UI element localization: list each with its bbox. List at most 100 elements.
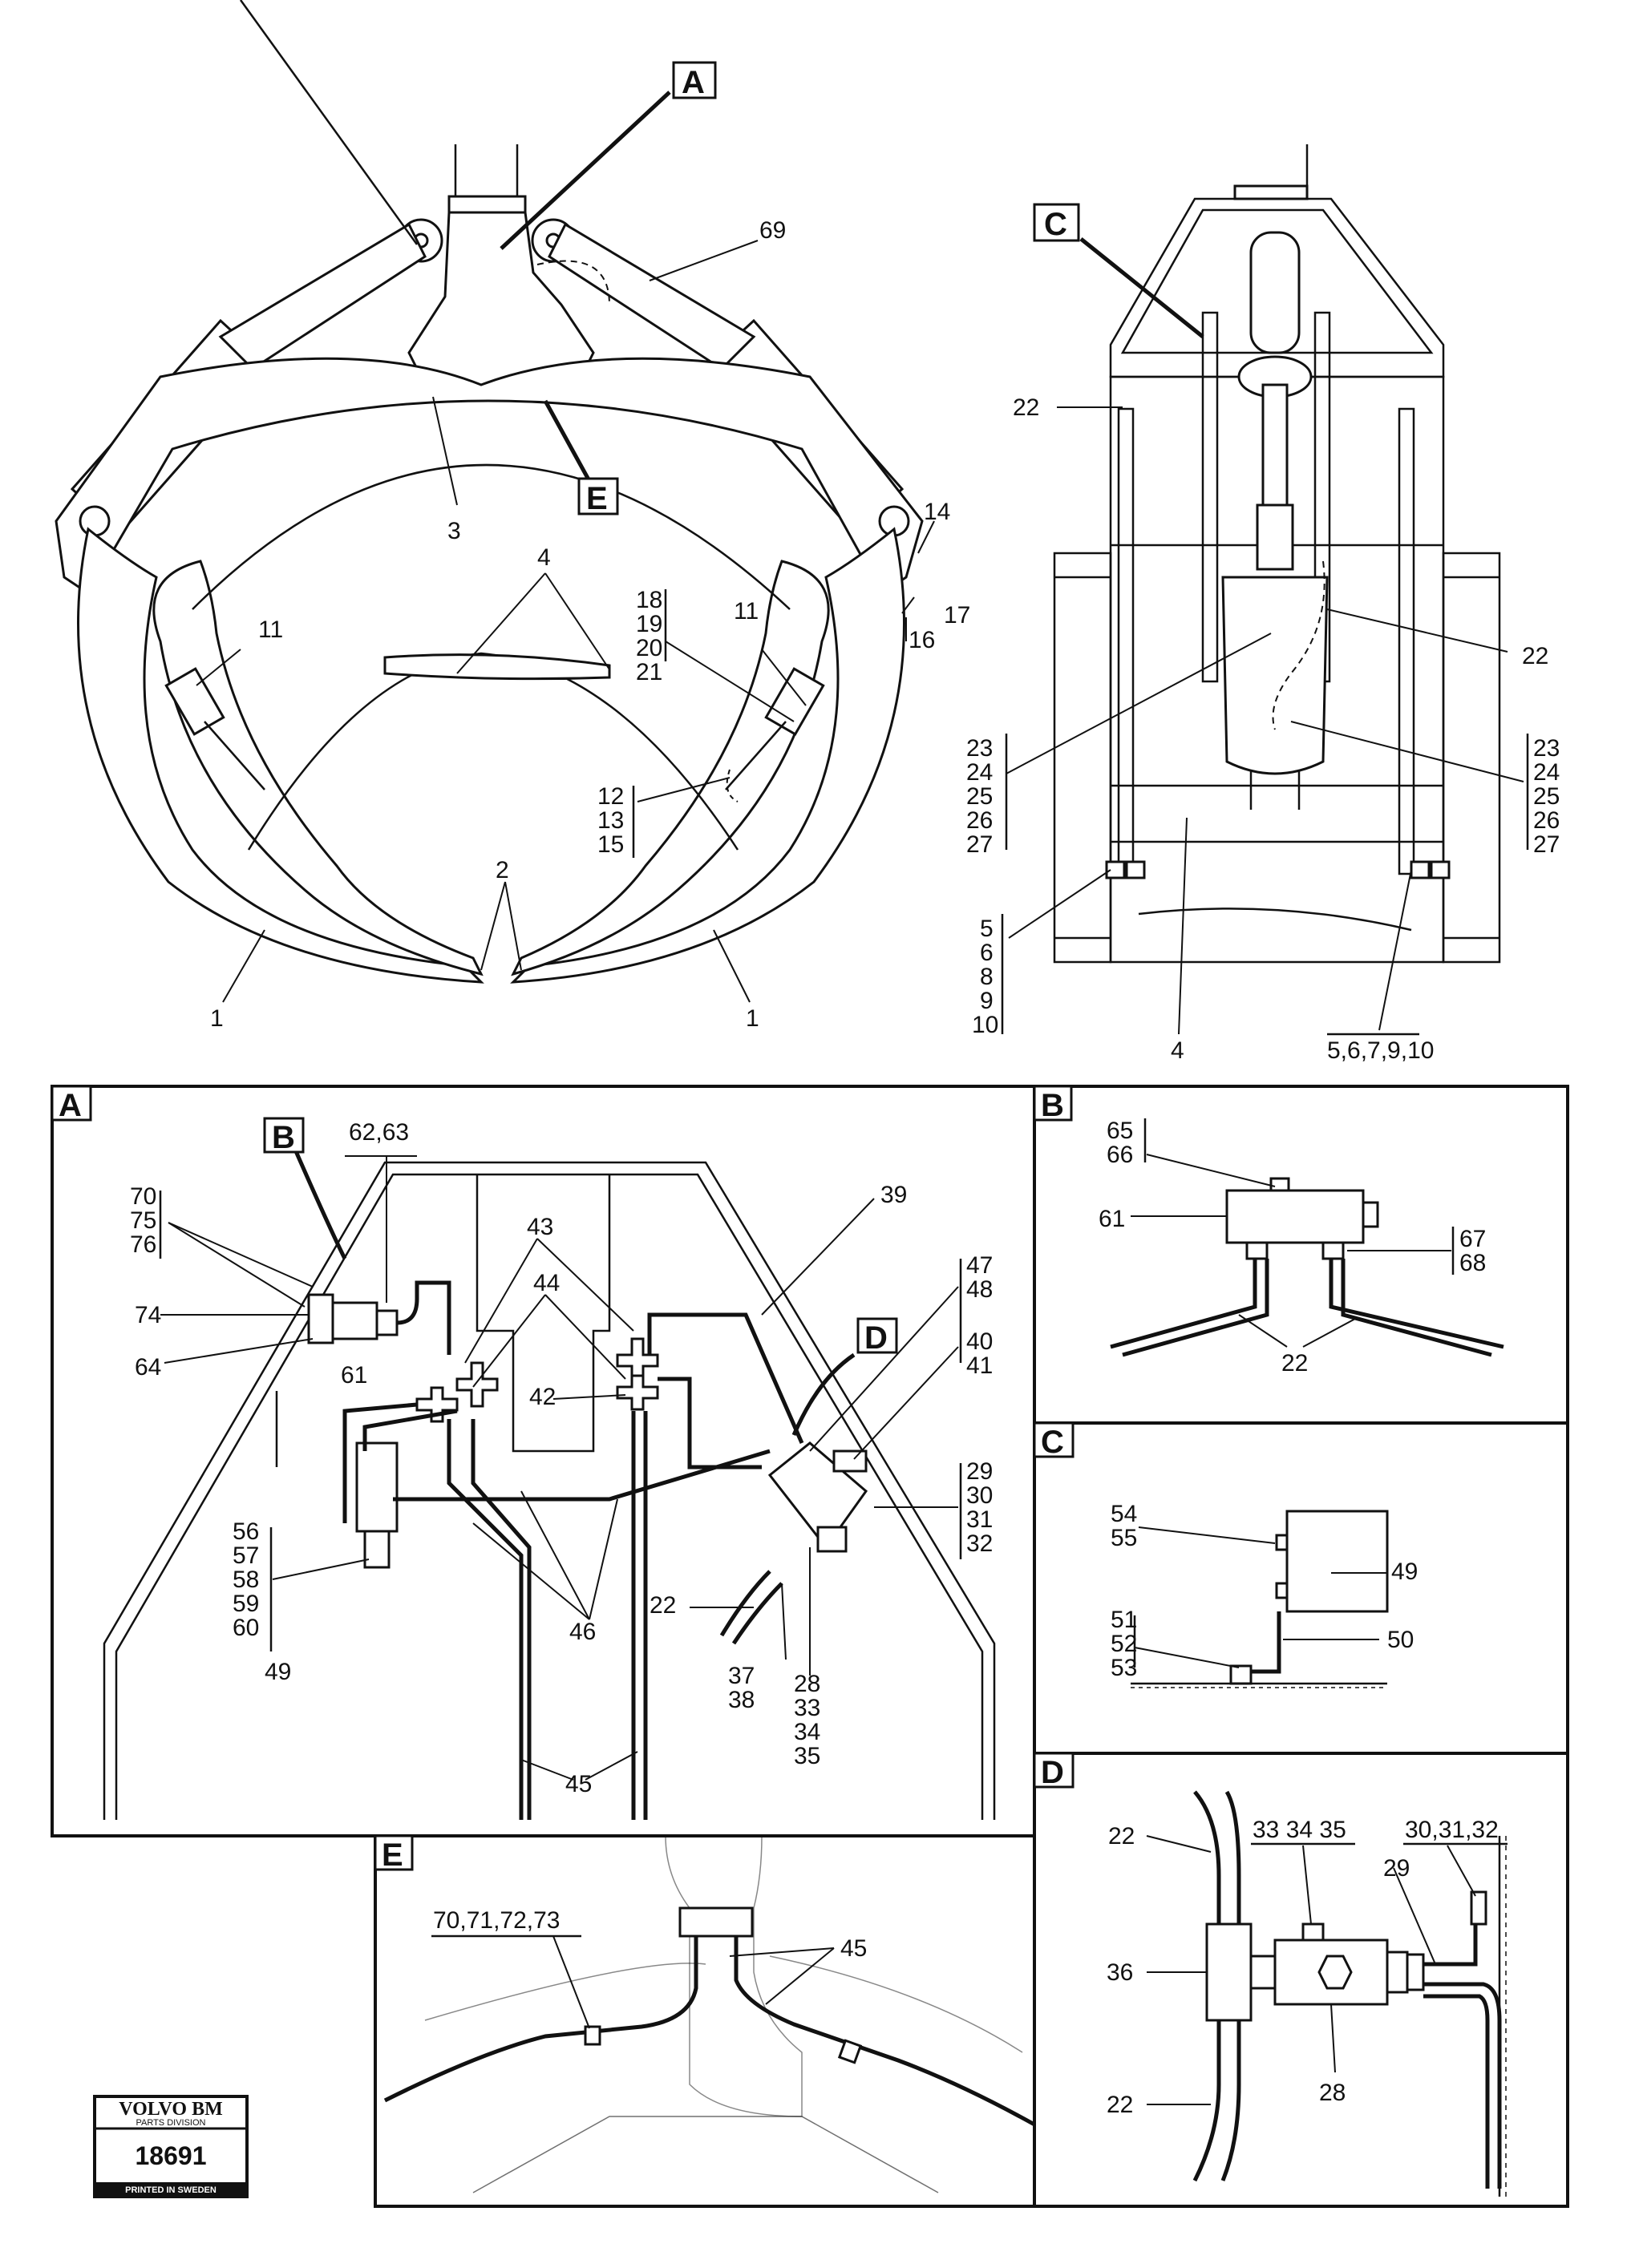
label-22-B: 22 [1281,1350,1308,1377]
label-17: 17 [944,602,970,629]
side-view-labels: C 22 22 23 24 25 26 27 23 24 25 26 27 5 … [966,203,1560,1064]
detail-B-title: B [1041,1088,1064,1123]
label-51: 51 [1111,1607,1137,1633]
detail-E-title: E [382,1837,403,1873]
callout-B: B [272,1120,295,1155]
grapple-main-view [55,0,924,984]
label-66: 66 [1107,1142,1133,1168]
label-69: 69 [759,217,786,244]
label-27-left: 27 [966,831,993,858]
label-33-34-35: 33 34 35 [1253,1817,1346,1843]
label-33-A: 33 [794,1695,820,1721]
label-36: 36 [1107,1959,1133,1986]
label-48: 48 [966,1276,993,1303]
label-32: 32 [966,1530,993,1557]
callout-C: C [1044,207,1067,242]
label-24-right: 24 [1533,759,1560,786]
label-29-D: 29 [1383,1855,1410,1882]
label-9: 9 [980,988,994,1014]
label-14: 14 [924,499,950,525]
label-20: 20 [636,635,662,661]
label-30-31-32: 30,31,32 [1405,1817,1499,1843]
label-23-left: 23 [966,735,993,762]
label-70: 70 [130,1183,156,1210]
label-6: 6 [980,940,994,966]
label-41: 41 [966,1352,993,1379]
detail-D-title: D [1041,1755,1064,1790]
detail-A-labels: B D 62,63 70 75 76 74 64 61 43 44 42 39 … [130,1117,993,1797]
label-34-A: 34 [794,1719,820,1745]
label-45-A: 45 [565,1771,592,1797]
label-3: 3 [447,518,461,544]
label-42: 42 [529,1384,556,1410]
label-68: 68 [1459,1250,1486,1276]
label-26-right: 26 [1533,807,1560,834]
label-76: 76 [130,1231,156,1258]
label-4-side: 4 [1171,1037,1184,1064]
label-53: 53 [1111,1655,1137,1681]
label-74: 74 [135,1302,161,1328]
callout-D: D [864,1320,888,1356]
label-62-63: 62,63 [349,1119,409,1146]
label-22-D-bottom: 22 [1107,2092,1133,2118]
label-49-C: 49 [1391,1558,1418,1585]
label-43: 43 [527,1214,553,1240]
label-27-right: 27 [1533,831,1560,858]
label-49-A: 49 [265,1659,291,1685]
detail-C-title: C [1041,1425,1064,1460]
label-22-side-a: 22 [1013,394,1039,421]
label-22-D-top: 22 [1108,1823,1135,1850]
label-45-E: 45 [840,1935,867,1962]
stamp-number: 18691 [136,2141,207,2170]
label-58: 58 [233,1567,259,1593]
label-56: 56 [233,1518,259,1545]
label-1-right: 1 [746,1005,759,1032]
label-11-right: 11 [734,598,759,625]
label-70-to-73: 70,71,72,73 [433,1907,560,1934]
label-75: 75 [130,1207,156,1234]
callout-A: A [682,65,705,100]
label-55: 55 [1111,1525,1137,1551]
label-4: 4 [537,544,551,571]
label-11-left: 11 [258,617,283,643]
detail-D-panel: D 22 33 34 35 30,31,32 29 [1033,1752,1569,2208]
label-28-A: 28 [794,1671,820,1697]
label-28-D: 28 [1319,2080,1346,2106]
detail-B-panel: B 65 66 61 67 68 22 [1033,1085,1569,1425]
label-54: 54 [1111,1501,1137,1527]
label-64: 64 [135,1354,161,1381]
side-view-leaders [1001,237,1529,1036]
volvo-bm-stamp: VOLVO BM PARTS DIVISION 18691 PRINTED IN… [93,2095,249,2198]
label-52: 52 [1111,1631,1137,1657]
label-65: 65 [1107,1118,1133,1144]
label-39: 39 [880,1182,907,1208]
label-19: 19 [636,611,662,637]
label-47: 47 [966,1252,993,1279]
stamp-division: PARTS DIVISION [136,2118,205,2128]
stamp-printed: PRINTED IN SWEDEN [125,2185,217,2195]
detail-A-title: A [59,1088,82,1123]
label-15: 15 [597,831,624,858]
label-12: 12 [597,783,624,810]
detail-E-panel: E 70,71,72,73 45 [374,1834,1036,2208]
label-30: 30 [966,1482,993,1509]
label-18: 18 [636,587,662,613]
label-50: 50 [1387,1627,1414,1653]
label-35-A: 35 [794,1743,820,1769]
label-46: 46 [569,1619,596,1645]
label-38: 38 [728,1687,755,1713]
label-1-left: 1 [210,1005,224,1032]
label-61-B: 61 [1099,1206,1125,1232]
label-24-left: 24 [966,759,993,786]
label-25-left: 25 [966,783,993,810]
label-23-right: 23 [1533,735,1560,762]
label-31: 31 [966,1506,993,1533]
main-view-labels: A E 69 3 4 14 17 16 11 11 18 19 20 21 12… [210,61,970,1032]
label-2: 2 [496,857,509,883]
label-21: 21 [636,659,662,685]
detail-C-panel: C 54 55 49 51 52 53 50 [1033,1421,1569,1755]
label-67: 67 [1459,1226,1486,1252]
label-13: 13 [597,807,624,834]
stamp-brand: VOLVO BM [119,2099,223,2120]
